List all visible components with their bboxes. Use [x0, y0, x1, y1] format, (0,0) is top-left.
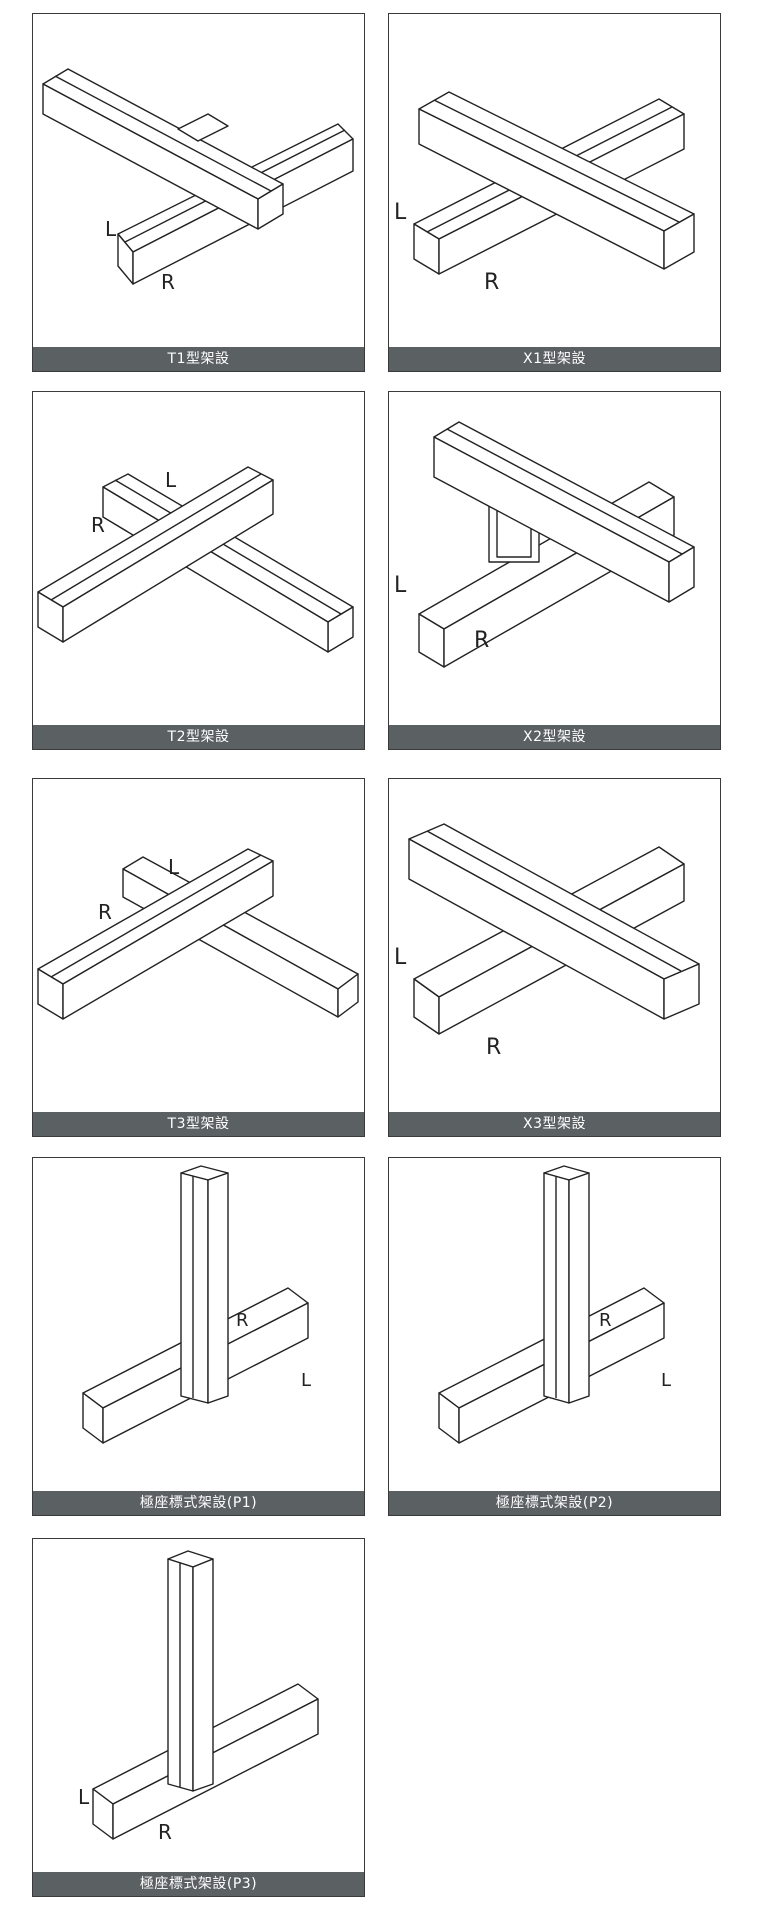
p2-polar-stage-drawing: R L: [438, 1165, 671, 1444]
axis-label-right: R: [158, 1820, 172, 1844]
axis-label-right: R: [486, 1035, 501, 1060]
config-caption: T2型架設: [33, 725, 364, 749]
p3-polar-stage-drawing: L R: [78, 1550, 319, 1844]
axis-label-left: L: [661, 1370, 671, 1391]
axis-label-left: L: [165, 468, 177, 492]
p1-polar-stage-drawing: R L: [82, 1165, 311, 1444]
axis-label-left: L: [168, 855, 180, 879]
config-caption: 極座標式架設(P3): [33, 1872, 364, 1896]
config-card-x1: L R X1型架設: [388, 13, 721, 372]
config-card-t3: L R T3型架設: [32, 778, 365, 1137]
config-card-x2: L R X2型架設: [388, 391, 721, 750]
axis-label-right: R: [98, 900, 112, 924]
axis-label-left: L: [394, 573, 407, 598]
axis-label-left: L: [105, 217, 117, 241]
config-caption: 極座標式架設(P1): [33, 1491, 364, 1515]
config-caption: T3型架設: [33, 1112, 364, 1136]
x2-linear-stage-drawing: L R: [394, 421, 695, 668]
axis-label-left: L: [394, 200, 407, 225]
axis-label-right: R: [91, 513, 105, 537]
t2-linear-stage-drawing: L R: [37, 466, 354, 653]
axis-label-right: R: [161, 270, 175, 294]
axis-label-right: R: [484, 270, 499, 295]
axis-label-left: L: [78, 1785, 90, 1809]
axis-label-left: L: [301, 1370, 311, 1391]
axis-label-right: R: [599, 1310, 612, 1331]
axis-label-left: L: [394, 945, 407, 970]
config-caption: X1型架設: [389, 347, 720, 371]
x1-linear-stage-drawing: L R: [394, 91, 695, 295]
x3-linear-stage-drawing: L R: [394, 823, 700, 1060]
t1-linear-stage-drawing: L R: [42, 68, 354, 294]
config-caption: X3型架設: [389, 1112, 720, 1136]
t3-linear-stage-drawing: L R: [37, 848, 359, 1020]
config-card-p3: L R 極座標式架設(P3): [32, 1538, 365, 1897]
config-card-x3: L R X3型架設: [388, 778, 721, 1137]
config-caption: X2型架設: [389, 725, 720, 749]
config-card-t1: L R T1型架設: [32, 13, 365, 372]
axis-label-right: R: [474, 628, 489, 653]
config-card-p2: R L 極座標式架設(P2): [388, 1157, 721, 1516]
config-card-t2: L R T2型架設: [32, 391, 365, 750]
config-caption: T1型架設: [33, 347, 364, 371]
config-caption: 極座標式架設(P2): [389, 1491, 720, 1515]
config-card-p1: R L 極座標式架設(P1): [32, 1157, 365, 1516]
axis-label-right: R: [236, 1310, 249, 1331]
